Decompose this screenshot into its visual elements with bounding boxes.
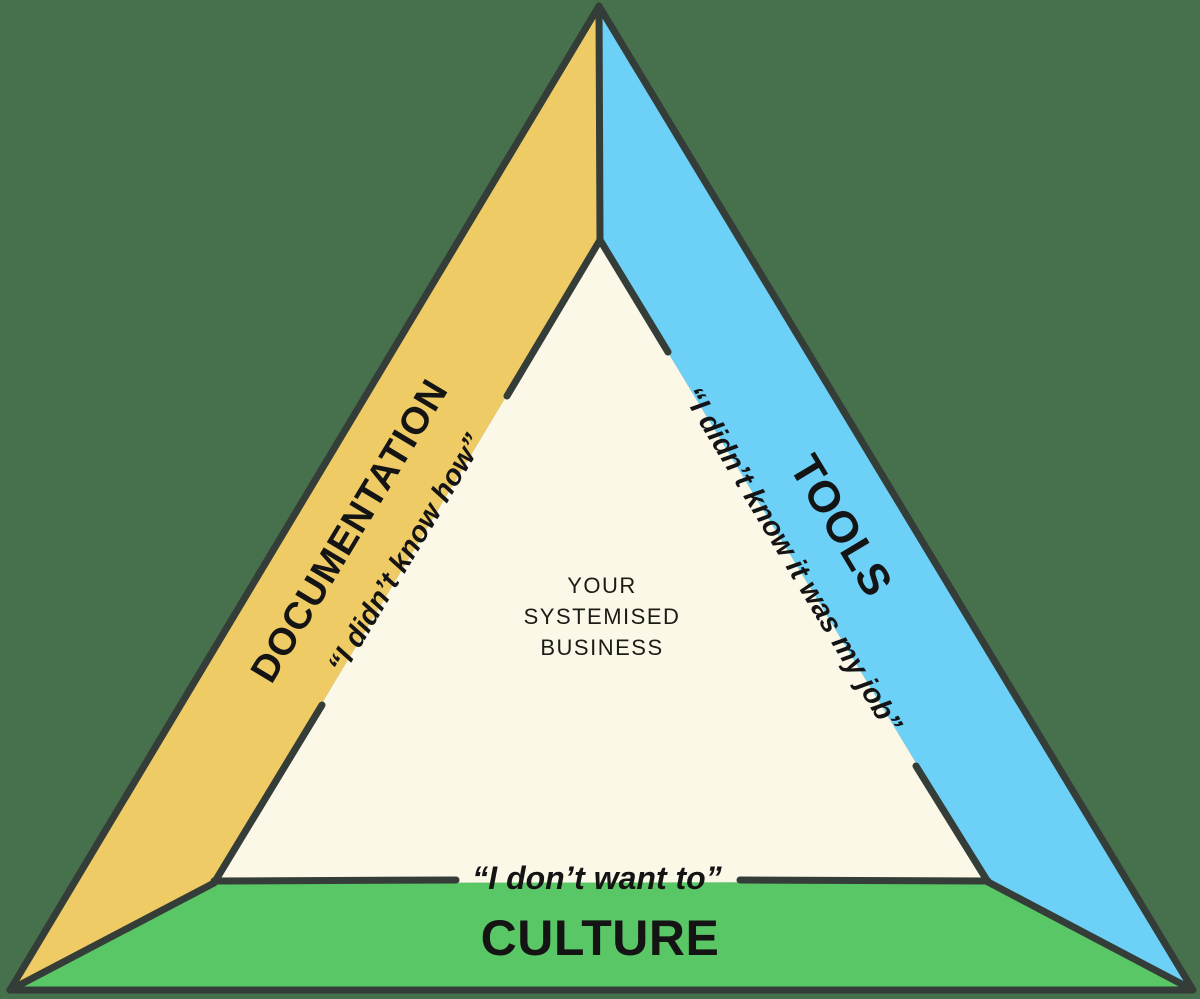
inner-bottom-edge-right (736, 876, 992, 885)
apex-seam-line (595, 2, 604, 244)
center-label-line-1: YOUR (567, 573, 637, 598)
center-triangle (214, 240, 988, 883)
inner-bottom-edge-left (210, 876, 460, 885)
center-label-line-2: SYSTEMISED (524, 604, 681, 629)
center-label-line-3: BUSINESS (540, 635, 663, 660)
inner-right-edge-upper (596, 236, 672, 356)
culture-band (10, 882, 1193, 990)
culture-quote: “I don’t want to” (472, 860, 721, 896)
left-miter-line (6, 879, 218, 994)
culture-label: CULTURE (481, 910, 720, 966)
inner-right-edge-lower (912, 762, 992, 886)
center-label: YOUR SYSTEMISED BUSINESS (524, 573, 681, 660)
right-miter-line (984, 878, 1197, 994)
outer-triangle-outline (6, 2, 1197, 994)
inner-left-edge-upper (503, 236, 604, 400)
inner-left-edge-lower (210, 701, 326, 887)
